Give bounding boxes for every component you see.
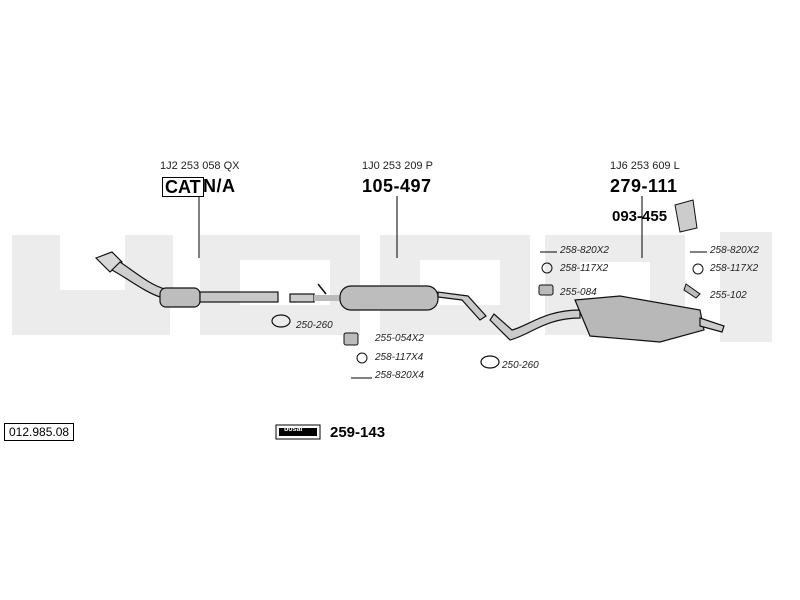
mid-hanger-label: 255-054X2 <box>375 333 424 344</box>
front-pipe-cat <box>94 251 279 308</box>
kit-logo-text: bosal <box>284 426 303 433</box>
diagram-reference: 012.985.08 <box>4 423 75 441</box>
clamp-icon-mid <box>480 355 500 369</box>
clamp-mid-label: 250-260 <box>502 360 539 371</box>
front-oe-number: 1J2 253 058 QX <box>160 160 240 172</box>
rear-oe-number: 1J6 253 609 L <box>610 160 680 172</box>
middle-part-number: 105-497 <box>362 176 432 196</box>
hanger-icon-rear-left <box>538 284 554 296</box>
cat-label: CAT <box>162 177 204 197</box>
mid-bolt-label: 258-820X4 <box>375 370 424 381</box>
ring-icon <box>356 262 704 364</box>
rear-right-bolt-label: 258-820X2 <box>710 245 759 256</box>
mounting-bracket-icon <box>674 199 698 233</box>
kit-logo-box <box>275 424 321 440</box>
hanger-icon-rear-right <box>683 283 701 299</box>
front-part-number: N/A <box>203 176 236 196</box>
mid-ring-label: 258-117X4 <box>375 352 424 363</box>
rear-part-number: 279-111 <box>610 176 678 196</box>
rear-accessory-part: 093-455 <box>612 208 668 225</box>
kit-part-number: 259-143 <box>330 424 386 441</box>
clamp-front-label: 250-260 <box>296 320 333 331</box>
rear-right-ring-label: 258-117X2 <box>710 263 759 274</box>
middle-silencer <box>289 283 487 321</box>
rear-right-hanger-label: 255-102 <box>710 290 747 301</box>
hanger-icon-mid <box>343 332 359 346</box>
middle-oe-number: 1J0 253 209 P <box>362 160 433 172</box>
clamp-icon-front <box>271 314 291 328</box>
rear-left-bolt-label: 258-820X2 <box>560 245 609 256</box>
rear-left-ring-label: 258-117X2 <box>560 263 609 274</box>
rear-left-hanger-label: 255-084 <box>560 287 597 298</box>
rear-silencer <box>489 295 725 343</box>
